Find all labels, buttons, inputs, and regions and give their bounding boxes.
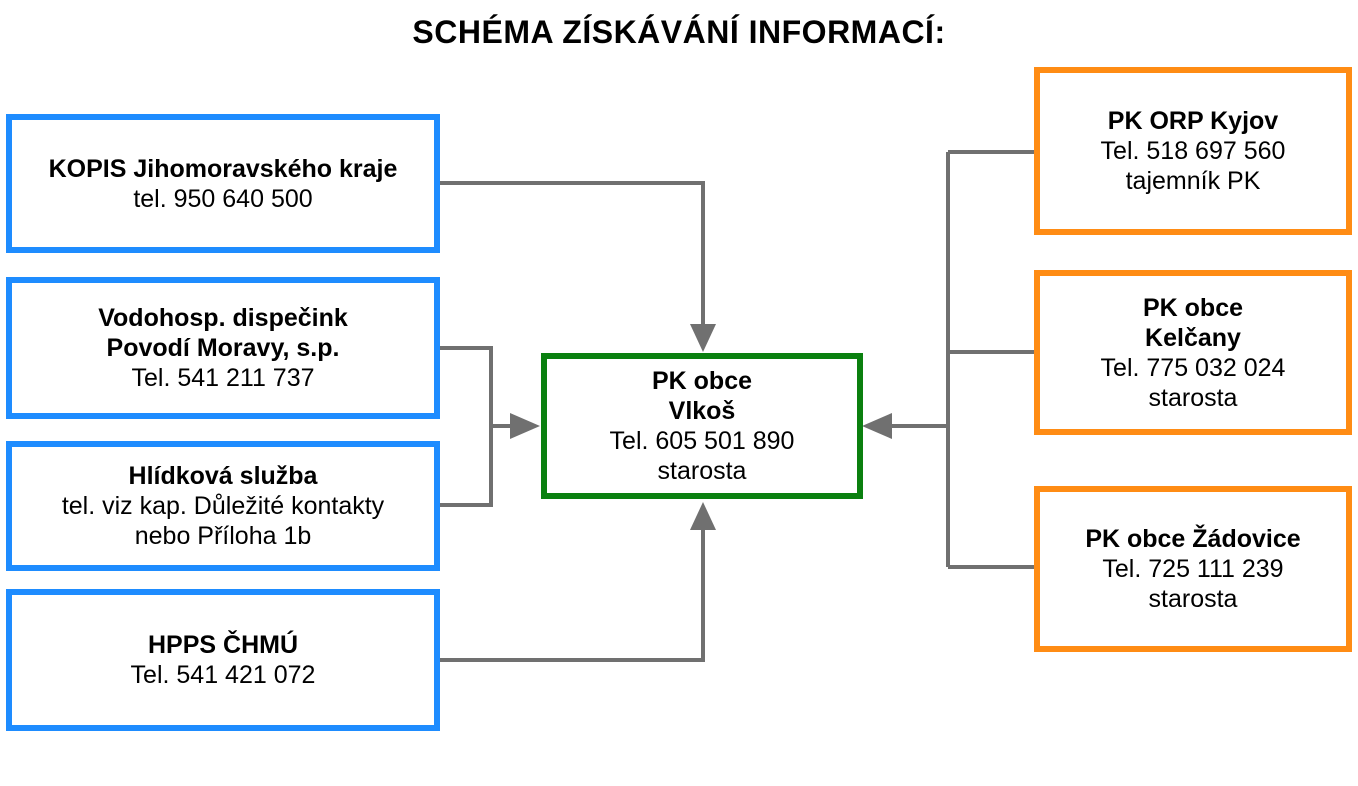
box-kelcany-name-1: PK obce [1142, 293, 1244, 322]
center-phone: Tel. 605 501 890 [609, 427, 795, 455]
connector-vodohosp [440, 346, 512, 428]
box-kelcany-name-2: Kelčany [1145, 323, 1241, 352]
box-vodohosp-phone: Tel. 541 211 737 [131, 364, 315, 392]
box-kelcany-role: starosta [1148, 383, 1238, 412]
connector-hlidkova [440, 426, 493, 507]
box-hlidkova: Hlídková služba tel. viz kap. Důležité k… [6, 441, 440, 571]
box-hpps: HPPS ČHMÚ Tel. 541 421 072 [6, 589, 440, 731]
box-hpps-phone: Tel. 541 421 072 [130, 661, 316, 689]
box-orp-name: PK ORP Kyjov [1107, 107, 1279, 135]
box-vodohosp: Vodohosp. dispečink Povodí Moravy, s.p. … [6, 277, 440, 419]
box-hlidkova-line-1: tel. viz kap. Důležité kontakty [61, 492, 385, 520]
center-role: starosta [657, 457, 747, 485]
box-kelcany-phone: Tel. 775 032 024 [1100, 353, 1286, 382]
arrow-left [510, 413, 540, 439]
box-hlidkova-name: Hlídková služba [128, 462, 318, 490]
box-kopis-name: KOPIS Jihomoravského kraje [48, 154, 398, 183]
box-hlidkova-line-2: nebo Příloha 1b [134, 522, 312, 550]
arrow-top [690, 324, 716, 352]
box-orp-kyjov: PK ORP Kyjov Tel. 518 697 560 tajemník P… [1034, 67, 1352, 235]
box-orp-phone: Tel. 518 697 560 [1100, 137, 1286, 165]
box-zadovice-phone: Tel. 725 111 239 [1102, 555, 1284, 583]
box-vodohosp-name-2: Povodí Moravy, s.p. [106, 334, 340, 362]
box-zadovice: PK obce Žádovice Tel. 725 111 239 staros… [1034, 486, 1352, 652]
arrow-right [862, 413, 892, 439]
box-kopis-phone: tel. 950 640 500 [133, 184, 313, 213]
center-name-2: Vlkoš [668, 397, 736, 425]
diagram-title: SCHÉMA ZÍSKÁVÁNÍ INFORMACÍ: [412, 14, 946, 50]
box-kelcany: PK obce Kelčany Tel. 775 032 024 starost… [1034, 270, 1352, 435]
box-vodohosp-name-1: Vodohosp. dispečink [98, 304, 348, 332]
box-orp-role: tajemník PK [1125, 167, 1261, 195]
center-name-1: PK obce [651, 367, 753, 395]
box-zadovice-role: starosta [1148, 585, 1238, 613]
box-hpps-name: HPPS ČHMÚ [147, 631, 298, 659]
box-kopis: KOPIS Jihomoravského kraje tel. 950 640 … [6, 114, 440, 253]
arrow-bottom [690, 502, 716, 530]
box-center-vlkos: PK obce Vlkoš Tel. 605 501 890 starosta [541, 353, 863, 499]
box-zadovice-name: PK obce Žádovice [1085, 525, 1301, 553]
connector-hpps [440, 528, 705, 662]
connector-kopis [440, 181, 705, 326]
